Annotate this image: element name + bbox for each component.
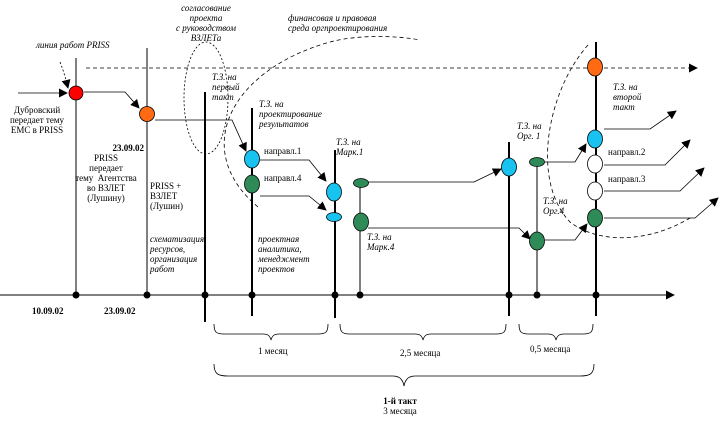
label-approval: согласование проекта с руководством ВЗЛЕ… <box>176 3 236 43</box>
dashed-arc-right <box>547 44 691 239</box>
label-tz-mark1: Т.З. на Марк.1 <box>336 137 364 157</box>
node-green-mark1 <box>353 178 369 188</box>
bracket-tact <box>213 363 595 387</box>
flow-arrow-10 <box>604 110 677 130</box>
label-tz-first: Т.З. на первый такт <box>212 72 240 102</box>
flow-arrow-2 <box>84 91 140 109</box>
label-date-1009: 10.09.02 <box>32 306 64 316</box>
label-tz-design: Т.З. на проектирование результатов <box>259 99 322 129</box>
label-env: финансовая и правовая среда оргпроектиро… <box>288 13 388 33</box>
node-green-napr4 <box>244 174 260 194</box>
label-tz-mark4: Т.З. на Марк.4 <box>367 232 395 252</box>
flow-arrow-9 <box>545 223 588 241</box>
node-white-napr3 <box>587 181 603 201</box>
label-prss-vzlet: PRISS + ВЗЛЕТ (Лушин) <box>150 181 183 211</box>
node-cyan-napr1 <box>244 149 260 169</box>
dotted-ellipse <box>183 41 229 155</box>
node-green-org1 <box>529 157 545 167</box>
label-month-25: 2,5 месяца <box>400 348 441 358</box>
node-orange-2 <box>587 57 603 77</box>
node-red <box>68 85 84 101</box>
label-date-2309-axis: 23.09.02 <box>104 306 136 316</box>
node-green-napr <box>587 208 603 228</box>
label-tz-org1: Т.З. на Орг. 1 <box>517 121 542 141</box>
label-date-2309-top: 23.09.02 <box>112 143 145 153</box>
label-napr1: направл.1 <box>264 146 302 156</box>
label-project-analytics: проектная аналитика, менеджмент проектов <box>258 234 310 274</box>
flow-arrow-12 <box>604 167 705 192</box>
node-cyan-org1 <box>501 157 517 177</box>
bracket-25-month <box>339 323 507 341</box>
label-schematization: схематизация ресурсов, организация работ <box>150 234 205 274</box>
label-dubrovsky: Дубровский передает тему ЕМС в PRISS <box>9 105 65 135</box>
label-month-1: 1 месяц <box>258 346 288 356</box>
bracket-1-month <box>213 323 329 341</box>
flow-arrow-13 <box>604 197 719 219</box>
label-napr3: направл.3 <box>608 174 646 184</box>
node-cyan-mark1 <box>326 182 342 202</box>
label-tz-second: Т.З. на второй такт <box>613 82 642 112</box>
label-month-05: 0,5 месяца <box>530 344 571 354</box>
node-cyan-small <box>326 212 342 222</box>
node-white-napr2 <box>587 154 603 174</box>
node-green-mark4 <box>353 212 369 232</box>
flow-arrow-4 <box>260 159 327 182</box>
bracket-05-month <box>518 323 594 341</box>
dashed-pointer <box>59 61 71 89</box>
node-orange-1 <box>139 106 155 122</box>
label-line-prss: линия работ PRISS <box>36 40 110 50</box>
flow-arrow-6 <box>366 168 502 183</box>
label-3-months: 3 месяца <box>383 406 417 416</box>
label-tact-1: 1-й такт <box>383 396 417 406</box>
flow-arrow-8 <box>545 143 587 163</box>
node-cyan-napr <box>587 129 603 149</box>
flow-arrow-11 <box>604 139 691 166</box>
flow-arrow-3 <box>155 119 247 152</box>
dashed-arc-left <box>223 36 421 208</box>
flow-arrow-5 <box>260 195 327 211</box>
label-prss-transfers: PRISS передает тему Агентства во ВЗЛЕТ (… <box>75 153 137 203</box>
label-tz-org4: Т.З. на Орг.4 <box>543 196 568 216</box>
label-napr2: направл.2 <box>608 147 646 157</box>
label-napr4: направл.4 <box>264 173 302 183</box>
flow-arrow-7 <box>368 227 531 240</box>
axis-ticks <box>72 291 600 299</box>
node-green-org4 <box>529 231 545 251</box>
